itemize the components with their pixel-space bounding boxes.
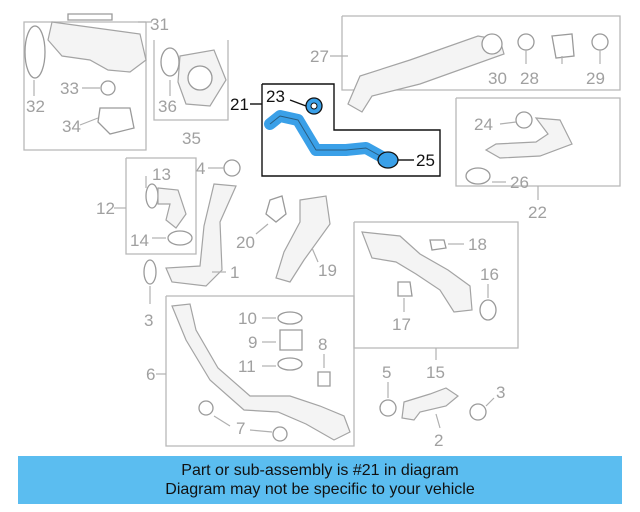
clamp-26 (465, 167, 491, 185)
callout-24: 24 (474, 115, 493, 134)
callout-2: 2 (434, 431, 443, 450)
clamp-14 (167, 230, 193, 246)
group-hose-22 (455, 97, 621, 200)
gasket-part (160, 47, 180, 77)
clamp-7b (272, 426, 288, 442)
flange-34 (97, 107, 135, 135)
callout-27: 27 (310, 47, 329, 66)
callout-8: 8 (318, 335, 327, 354)
manifold-part (47, 21, 147, 73)
pipe-15-part (361, 231, 473, 313)
clamp-13 (145, 183, 159, 209)
pipe-19-part (275, 195, 331, 283)
sensor-33 (100, 80, 116, 96)
seal-16 (479, 299, 497, 321)
hose-2-part (401, 387, 460, 421)
group-pipe-6 (156, 295, 355, 447)
info-banner: Part or sub-assembly is #21 in diagram D… (18, 456, 622, 504)
group-pipe-19 (255, 195, 331, 283)
banner-line-1: Part or sub-assembly is #21 in diagram (181, 462, 459, 479)
hose-22-part (484, 117, 573, 159)
group-throttle (153, 40, 229, 121)
callout-11: 11 (238, 357, 256, 376)
clamp-7a (198, 400, 214, 416)
parts-diagram: 31 32 33 34 36 35 27 30 28 29 (23, 13, 621, 450)
seal-3 (143, 259, 157, 285)
hose-28 (551, 33, 575, 59)
pipe-6-part (171, 303, 351, 441)
callout-3-left: 3 (144, 311, 153, 330)
callout-9: 9 (248, 333, 257, 352)
callout-10: 10 (238, 309, 257, 328)
clamp-5 (379, 399, 397, 417)
callout-25: 25 (416, 151, 435, 170)
charge-pipe-part (347, 35, 505, 113)
callout-28: 28 (520, 69, 539, 88)
clamp-25 (377, 151, 399, 169)
hose-1-part (165, 183, 237, 287)
callout-22: 22 (528, 203, 547, 222)
callout-12: 12 (96, 199, 115, 218)
group-hose-1 (143, 159, 241, 304)
callout-31: 31 (150, 15, 169, 34)
group-intake-manifold (23, 13, 152, 151)
callout-30: 30 (488, 69, 507, 88)
callout-7: 7 (236, 419, 245, 438)
group-charge-pipe (330, 15, 621, 113)
callout-29: 29 (586, 69, 605, 88)
callout-1: 1 (230, 263, 239, 282)
clamp-29 (591, 33, 609, 51)
callout-34: 34 (62, 117, 81, 136)
clamp-24 (515, 111, 533, 129)
group-21-highlight (250, 83, 441, 177)
clamp-4 (223, 159, 241, 177)
grommet-17 (397, 281, 413, 297)
callout-13: 13 (152, 165, 171, 184)
callout-4: 4 (196, 159, 205, 178)
callout-18: 18 (468, 235, 487, 254)
elbow-12-part (157, 187, 187, 229)
callout-17: 17 (392, 315, 411, 334)
seal-ring-32 (24, 25, 46, 79)
manifold-bolt-row (67, 13, 113, 21)
box-21 (261, 83, 441, 177)
callout-36: 36 (158, 97, 177, 116)
callout-19: 19 (318, 261, 337, 280)
callout-26: 26 (510, 173, 529, 192)
callout-15: 15 (426, 363, 445, 382)
callout-5: 5 (382, 363, 391, 382)
callout-35: 35 (182, 129, 201, 148)
callout-14: 14 (130, 231, 149, 250)
callout-16: 16 (480, 265, 499, 284)
callout-3-right: 3 (496, 383, 505, 402)
clamp-10 (277, 311, 303, 325)
seal-3-right (469, 403, 487, 421)
clamp-30 (517, 33, 535, 51)
bolt-18 (429, 239, 447, 251)
callout-23: 23 (266, 87, 285, 106)
clamp-11 (277, 357, 303, 371)
callout-20: 20 (236, 233, 255, 252)
banner-line-2: Diagram may not be specific to your vehi… (165, 481, 475, 498)
group-pipe-15 (353, 221, 519, 360)
group-hose-2 (379, 382, 495, 429)
box-31 (23, 21, 147, 151)
hose-9 (279, 329, 303, 351)
group-elbow-12 (114, 157, 197, 255)
hose-21-part (264, 110, 390, 164)
callout-32: 32 (26, 97, 45, 116)
callout-6: 6 (146, 365, 155, 384)
callout-33: 33 (60, 79, 79, 98)
bracket-20 (265, 195, 287, 223)
bolt-8 (317, 371, 331, 387)
callout-21: 21 (230, 95, 249, 114)
